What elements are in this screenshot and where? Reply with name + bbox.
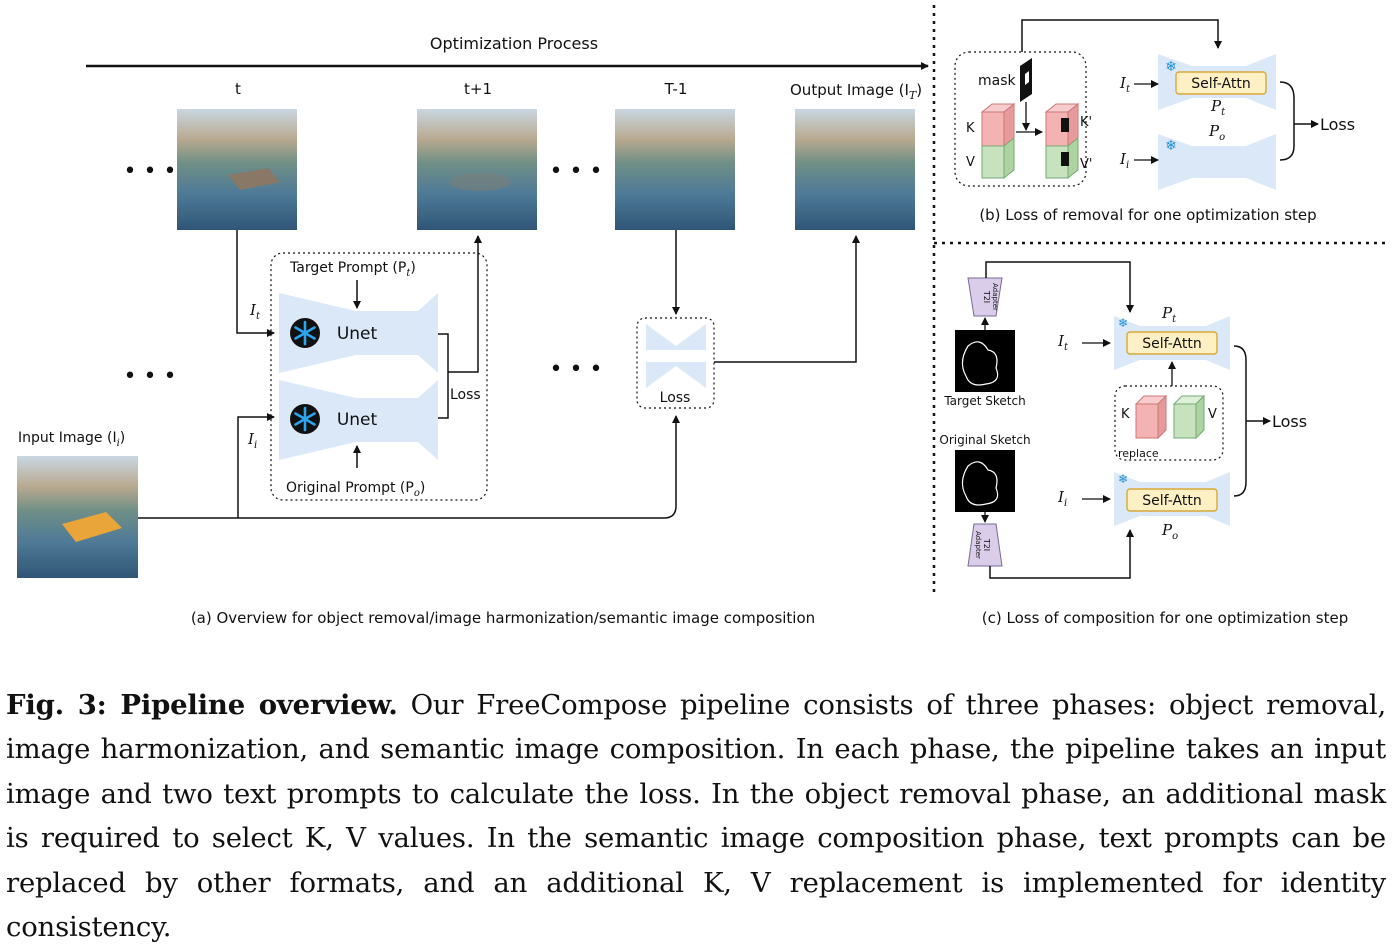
loss-label: Loss [660,390,691,406]
Pt-label: Pt [1210,97,1226,118]
frozen-snowflake-icon: ❄ [1165,139,1177,154]
ellipsis: • • • [124,364,177,389]
It-label: It [1119,74,1131,95]
Ii-label: Ii [1119,150,1129,171]
t2i-adapter-top [967,277,1003,317]
It-label: It [1057,332,1069,353]
loss-unit-box [636,317,715,409]
input-image [17,456,138,578]
k-label: K [966,121,975,136]
Pt-label: Pt [1161,304,1177,325]
panel-a-caption: (a) Overview for object removal/image ha… [191,609,815,627]
target-prompt-label: Target Prompt (Pt) [289,260,416,279]
It-label: It [249,301,261,322]
panel-c-caption: (c) Loss of composition for one optimiza… [982,609,1348,627]
t2i-adapter-bottom [967,523,1003,567]
replace-kv-box [1114,385,1224,461]
input-image-label: Input Image (Ii) [18,430,125,449]
adapter-label: Adapter [991,283,999,311]
figure-caption: Fig. 3: Pipeline overview. Our FreeCompo… [6,683,1386,949]
target-sketch-image [955,330,1015,392]
original-sketch-image [955,450,1015,512]
Ii-label: Ii [247,430,257,451]
frozen-snowflake-icon [288,402,322,436]
adapter-label: Adapter [974,531,982,559]
loss-output-label: Loss [1272,412,1307,431]
kv-block [980,102,1016,180]
panel-b-caption: (b) Loss of removal for one optimization… [979,206,1316,224]
Po-label: Po [1208,122,1225,143]
t2i-label: T2I [982,538,991,551]
ellipsis: • • • [550,159,603,184]
frozen-snowflake-icon: ❄ [1165,60,1177,75]
image-step-T1 [615,109,735,230]
loss-label: Loss [450,387,481,403]
original-prompt-label: Original Prompt (Po) [286,480,425,499]
step-label-t1: t+1 [464,80,492,98]
v-label: V [966,155,975,170]
optimization-label: Optimization Process [430,34,598,53]
step-label-T1: T-1 [664,80,688,98]
target-sketch-label: Target Sketch [943,394,1025,408]
k-prime-label: K' [1080,115,1092,130]
self-attn-label: Self-Attn [1142,336,1201,352]
Ii-label: Ii [1057,488,1067,509]
self-attn-label: Self-Attn [1191,76,1250,92]
v-label: V [1208,407,1217,422]
output-image-label: Output Image (IT) [790,81,922,102]
self-attn-label: Self-Attn [1142,493,1201,509]
self-attn-block [1126,488,1218,512]
k-cube [1134,394,1168,440]
image-step-t1 [417,109,537,230]
unet-label: Unet [337,410,378,430]
replace-label: replace [1118,447,1159,460]
v-cube [1172,394,1206,440]
loss-output-label: Loss [1320,115,1355,134]
self-attn-block [1126,331,1218,355]
frozen-snowflake-icon: ❄ [1118,472,1128,486]
t2i-label: T2I [982,290,991,303]
image-step-t [177,109,297,230]
unet-label: Unet [337,324,378,344]
pipeline-figure: Optimization Process t t+1 T-1 Output Im… [17,5,1390,627]
self-attn-block [1175,71,1267,95]
self-attn-unet-original [1158,134,1276,190]
original-sketch-label: Original Sketch [939,433,1030,447]
frozen-snowflake-icon [288,316,322,350]
caption-label: Fig. 3: Pipeline overview. [6,689,398,721]
unet-target [279,293,438,373]
Po-label: Po [1161,521,1178,542]
output-image [795,109,915,230]
kv-masked-block [1044,102,1080,180]
unet-group-box [270,252,488,501]
step-label-t: t [235,80,241,98]
unet-original [279,380,438,460]
frozen-snowflake-icon: ❄ [1118,316,1128,330]
mask-kv-box [954,51,1087,187]
caption-text: Our FreeCompose pipeline consists of thr… [6,689,1386,944]
ellipsis: • • • [550,357,603,382]
v-prime-label: V' [1080,157,1092,172]
ellipsis: • • • [124,159,177,184]
k-label: K [1121,407,1130,422]
mask-label: mask [978,73,1017,89]
